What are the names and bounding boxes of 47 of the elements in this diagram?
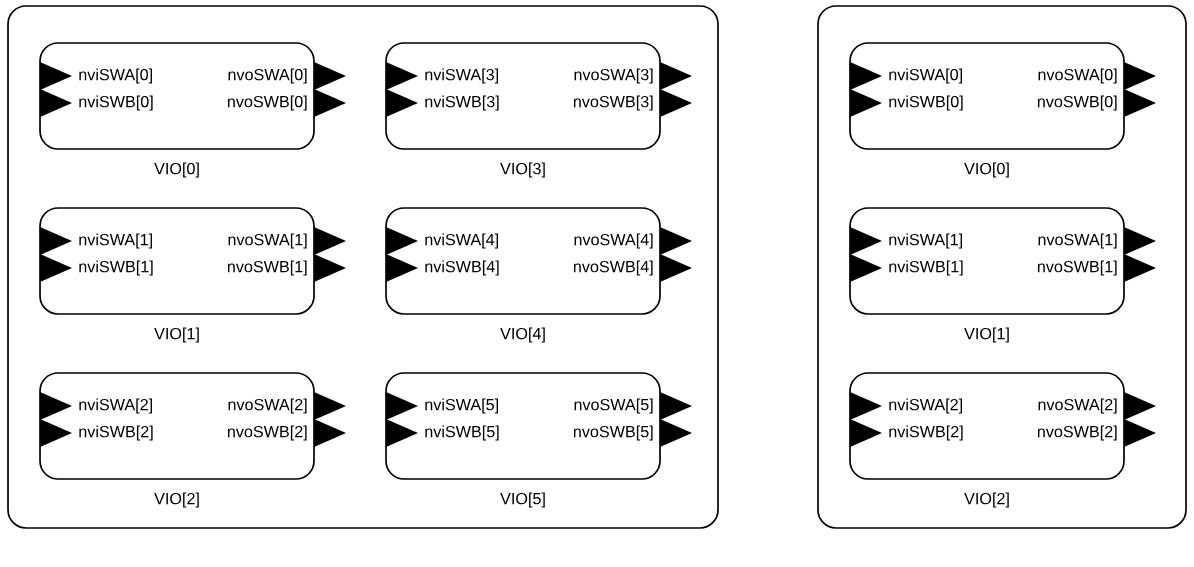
port-label: nviSWB[1] (889, 260, 963, 276)
block-label: VIO[0] (154, 162, 199, 178)
port-label: nvoSWA[0] (1038, 68, 1117, 84)
port-label: nvoSWA[1] (228, 233, 307, 249)
port-label: nviSWB[5] (425, 425, 499, 441)
block-label: VIO[1] (154, 327, 199, 343)
port-label: nvoSWA[1] (1038, 233, 1117, 249)
port-label: nvoSWB[2] (227, 425, 307, 441)
port-label: nvoSWA[5] (574, 398, 653, 414)
port-label: nvoSWA[0] (228, 68, 307, 84)
block-label: VIO[3] (500, 162, 545, 178)
port-label: nvoSWB[1] (227, 260, 307, 276)
port-label: nviSWA[2] (79, 398, 152, 414)
frame-box (817, 5, 1187, 529)
port-label: nviSWB[0] (889, 95, 963, 111)
frame-box (7, 5, 719, 529)
port-label: nviSWA[2] (889, 398, 962, 414)
port-label: nviSWA[5] (425, 398, 498, 414)
block-label: VIO[0] (964, 162, 1009, 178)
port-label: nviSWA[1] (889, 233, 962, 249)
port-label: nviSWA[0] (79, 68, 152, 84)
port-label: nviSWA[1] (79, 233, 152, 249)
port-label: nviSWB[4] (425, 260, 499, 276)
port-label: nvoSWB[2] (1037, 425, 1117, 441)
port-label: nvoSWA[2] (1038, 398, 1117, 414)
block-label: VIO[2] (154, 492, 199, 508)
port-label: nvoSWB[5] (573, 425, 653, 441)
block-label: VIO[5] (500, 492, 545, 508)
port-label: nviSWB[3] (425, 95, 499, 111)
port-label: nviSWA[4] (425, 233, 498, 249)
port-label: nvoSWA[4] (574, 233, 653, 249)
port-label: nviSWA[3] (425, 68, 498, 84)
port-label: nviSWA[0] (889, 68, 962, 84)
port-label: nviSWB[0] (79, 95, 153, 111)
block-label: VIO[1] (964, 327, 1009, 343)
port-label: nvoSWA[3] (574, 68, 653, 84)
port-label: nvoSWB[0] (1037, 95, 1117, 111)
port-label: nviSWB[2] (79, 425, 153, 441)
block-label: VIO[4] (500, 327, 545, 343)
block-label: VIO[2] (964, 492, 1009, 508)
port-label: nviSWB[2] (889, 425, 963, 441)
port-label: nvoSWB[4] (573, 260, 653, 276)
port-label: nvoSWB[1] (1037, 260, 1117, 276)
port-label: nvoSWB[0] (227, 95, 307, 111)
port-label: nvoSWA[2] (228, 398, 307, 414)
port-label: nvoSWB[3] (573, 95, 653, 111)
port-label: nviSWB[1] (79, 260, 153, 276)
